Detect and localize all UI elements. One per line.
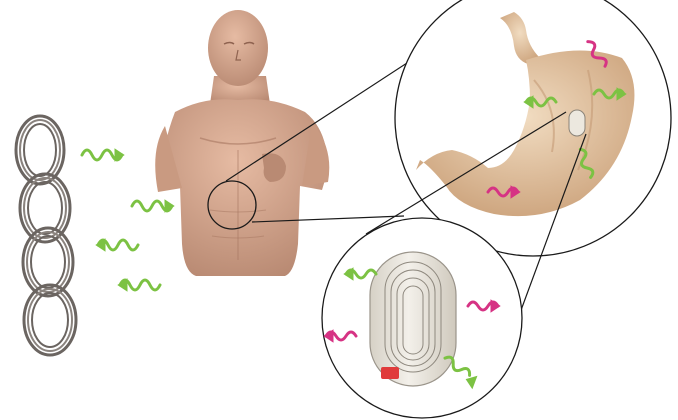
transmitter-coils bbox=[16, 116, 76, 355]
head bbox=[208, 10, 268, 86]
stomach-capsule bbox=[569, 110, 585, 136]
stomach-inset bbox=[395, 0, 671, 256]
capsule bbox=[370, 252, 456, 386]
wave-green-4 bbox=[120, 280, 160, 290]
wave-green-1 bbox=[82, 150, 122, 160]
capsule-inset bbox=[322, 218, 522, 418]
human-torso bbox=[155, 10, 329, 276]
wave-green-3 bbox=[98, 240, 138, 250]
torso-body bbox=[162, 99, 328, 276]
capsule-marker bbox=[381, 367, 399, 379]
wave-green-2 bbox=[132, 201, 172, 211]
